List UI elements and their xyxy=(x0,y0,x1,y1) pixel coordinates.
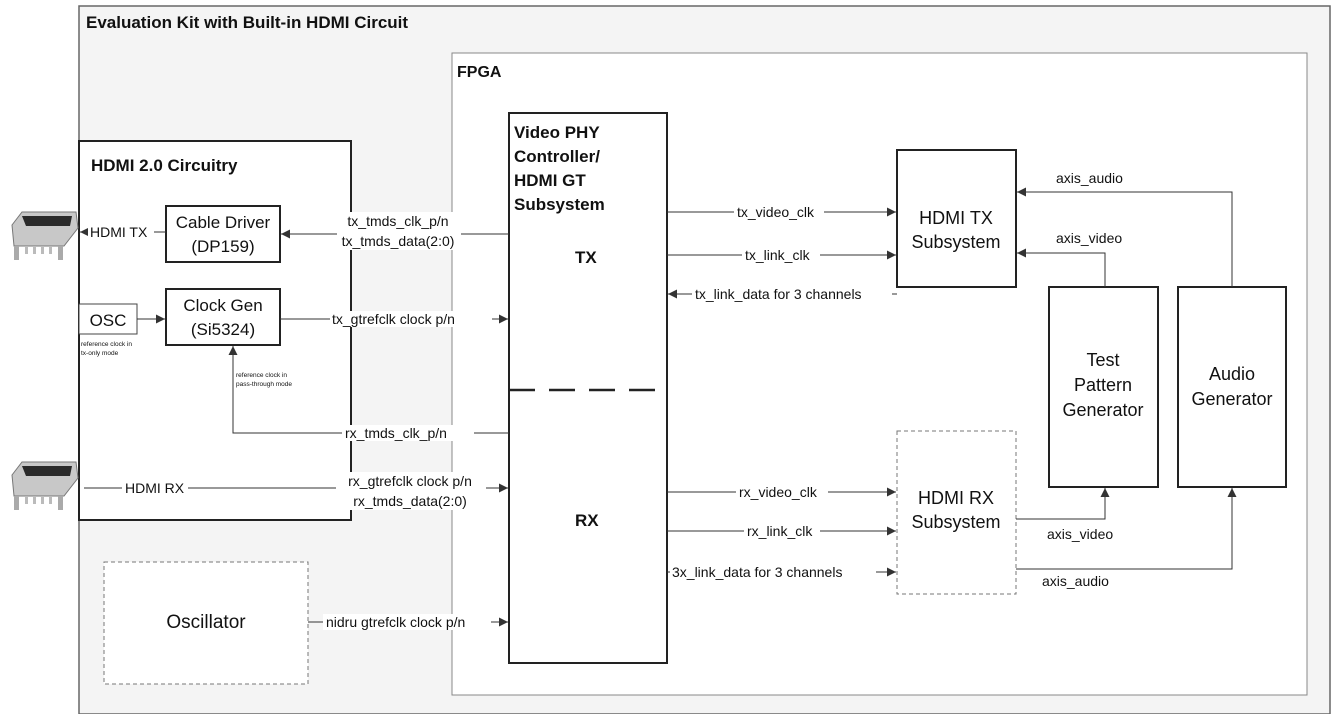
axis-audio-tx-line xyxy=(1017,187,1233,287)
audio-gen-label-2: Generator xyxy=(1191,389,1272,409)
axis-video-rx-line xyxy=(1016,488,1110,520)
hdmi-rx-subsystem-block xyxy=(896,430,1017,595)
tpg-label-1: Test xyxy=(1086,350,1119,370)
vphy-label-1: Video PHY xyxy=(514,123,600,142)
pass-note-line1: reference clock in xyxy=(236,372,287,379)
hdmi-rx-signal: HDMI RX xyxy=(125,480,185,496)
axis-video-rx-signal: axis_video xyxy=(1047,526,1113,542)
osc-note-line1: reference clock in xyxy=(81,341,132,348)
rx-link-data-signal: 3x_link_data for 3 channels xyxy=(672,564,842,580)
cable-driver-label: Cable Driver xyxy=(176,213,271,232)
pass-note-line2: pass-through mode xyxy=(236,381,292,388)
cable-driver-block xyxy=(165,205,281,263)
audio-generator-block xyxy=(1177,286,1287,488)
oscillator-label: Oscillator xyxy=(166,612,246,633)
kit-title: Evaluation Kit with Built-in HDMI Circui… xyxy=(86,13,408,32)
vphy-label-3: HDMI GT xyxy=(514,171,586,190)
hdmi-tx-connector-icon xyxy=(11,211,79,260)
rx-gtrefclk-signal: rx_gtrefclk clock p/n xyxy=(348,473,472,489)
tx-tmds-clk-signal: tx_tmds_clk_p/n xyxy=(347,213,448,229)
vphy-label-4: Subsystem xyxy=(514,195,605,214)
axis-audio-tx-signal: axis_audio xyxy=(1056,170,1123,186)
axis-audio-rx-signal: axis_audio xyxy=(1042,573,1109,589)
axis-video-tx-signal: axis_video xyxy=(1056,230,1122,246)
axis-audio-rx-line xyxy=(1016,488,1237,570)
rx-video-clk-signal: rx_video_clk xyxy=(739,484,818,500)
clock-gen-label: Clock Gen xyxy=(183,296,262,315)
rx-tmds-clk-signal: rx_tmds_clk_p/n xyxy=(345,425,447,441)
tx-tmds-data-signal: tx_tmds_data(2:0) xyxy=(342,233,455,249)
hdmi-rx-connector-icon xyxy=(11,461,79,510)
cable-driver-part: (DP159) xyxy=(191,237,254,256)
rx-tmds-data-signal: rx_tmds_data(2:0) xyxy=(353,493,467,509)
clock-gen-block xyxy=(165,288,281,346)
tx-video-clk-signal: tx_video_clk xyxy=(737,204,815,220)
tpg-label-2: Pattern xyxy=(1074,375,1132,395)
axis-video-tx-line xyxy=(1017,248,1106,287)
hdmi-tx-subsystem-block xyxy=(896,149,1017,288)
hdmi-tx-signal: HDMI TX xyxy=(90,224,148,240)
hdmi-rx-sub-label-2: Subsystem xyxy=(911,512,1000,532)
nidru-signal: nidru gtrefclk clock p/n xyxy=(326,614,465,630)
video-phy-block xyxy=(508,112,668,664)
hdmi-rx-sub-label-1: HDMI RX xyxy=(918,488,994,508)
osc-note-line2: tx-only mode xyxy=(81,350,119,357)
vphy-rx-label: RX xyxy=(575,511,599,530)
hdmi-tx-sub-label-2: Subsystem xyxy=(911,232,1000,252)
vphy-label-2: Controller/ xyxy=(514,147,600,166)
vphy-tx-label: TX xyxy=(575,248,597,267)
hdmi-tx-sub-label-1: HDMI TX xyxy=(919,208,993,228)
clock-gen-part: (Si5324) xyxy=(191,320,255,339)
tx-link-data-signal: tx_link_data for 3 channels xyxy=(695,286,862,302)
hdmi-circuitry-title: HDMI 2.0 Circuitry xyxy=(91,156,238,175)
audio-gen-label-1: Audio xyxy=(1209,364,1255,384)
fpga-title: FPGA xyxy=(457,64,502,81)
oscillator-block xyxy=(103,561,309,685)
osc-label: OSC xyxy=(90,311,127,330)
tpg-label-3: Generator xyxy=(1062,400,1143,420)
tx-gtrefclk-signal: tx_gtrefclk clock p/n xyxy=(332,311,455,327)
rx-link-clk-signal: rx_link_clk xyxy=(747,523,813,539)
test-pattern-generator-block xyxy=(1048,286,1159,488)
tx-link-clk-signal: tx_link_clk xyxy=(745,247,811,263)
